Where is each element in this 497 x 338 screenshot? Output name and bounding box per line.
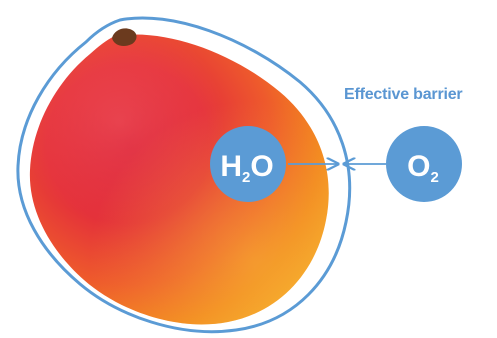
h2o-main: H [220, 150, 242, 183]
o2-subscript: 2 [431, 169, 439, 186]
h2o-subscript: 2 [242, 169, 250, 186]
mango-stem-icon [112, 28, 137, 46]
h2o-tail: O [250, 150, 273, 183]
o2-bubble: O2 [386, 126, 462, 202]
o2-main: O [407, 150, 430, 183]
h2o-bubble: H2O [210, 126, 286, 202]
effective-barrier-label: Effective barrier [344, 86, 494, 104]
